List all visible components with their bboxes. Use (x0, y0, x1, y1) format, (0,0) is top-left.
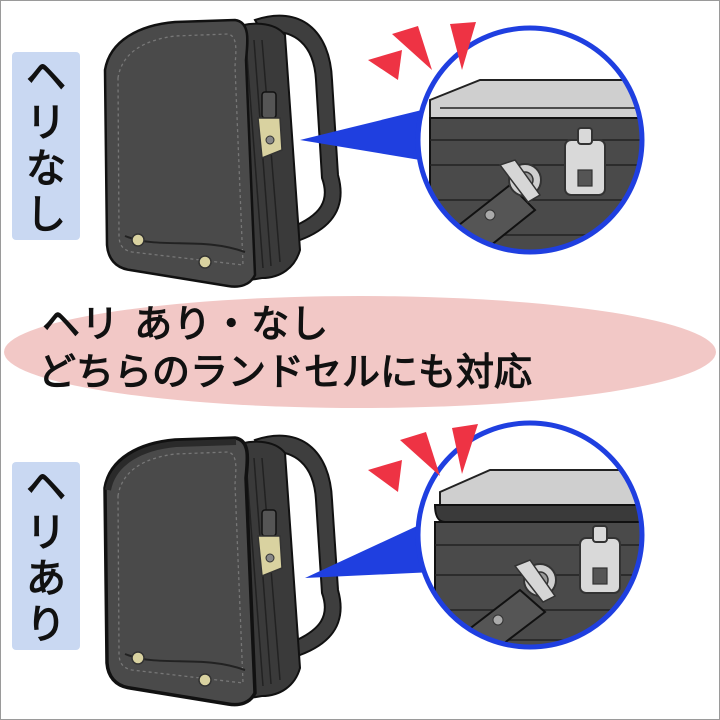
label-bottom-char: り (26, 602, 66, 648)
label-bottom-char: リ (26, 510, 66, 556)
zoom-pointer-top (300, 108, 432, 162)
zoom-detail-top (415, 25, 645, 255)
backpack-bottom (103, 434, 342, 707)
label-without-edge: ヘ リ な し (12, 52, 80, 240)
banner-text: ヘリ あり・なし どちらのランドセルにも対応 (38, 300, 698, 396)
label-top-char: リ (26, 100, 66, 146)
zoom-detail-bottom (415, 420, 645, 650)
alert-marks-top (368, 22, 476, 80)
zoom-pointer-bottom (305, 520, 434, 578)
alert-marks-bottom (368, 424, 478, 492)
backpack-top (103, 14, 342, 288)
banner-subheadline: どちらのランドセルにも対応 (38, 350, 533, 394)
label-bottom-char: ヘ (26, 464, 66, 510)
label-top-char: し (26, 192, 66, 238)
label-bottom-char: あ (26, 556, 66, 602)
label-top-char: ヘ (26, 54, 66, 100)
label-with-edge: ヘ リ あ り (12, 462, 80, 650)
banner-ellipse (4, 296, 716, 408)
banner-headline: ヘリ あり・なし (42, 302, 330, 346)
label-top-char: な (26, 146, 66, 192)
